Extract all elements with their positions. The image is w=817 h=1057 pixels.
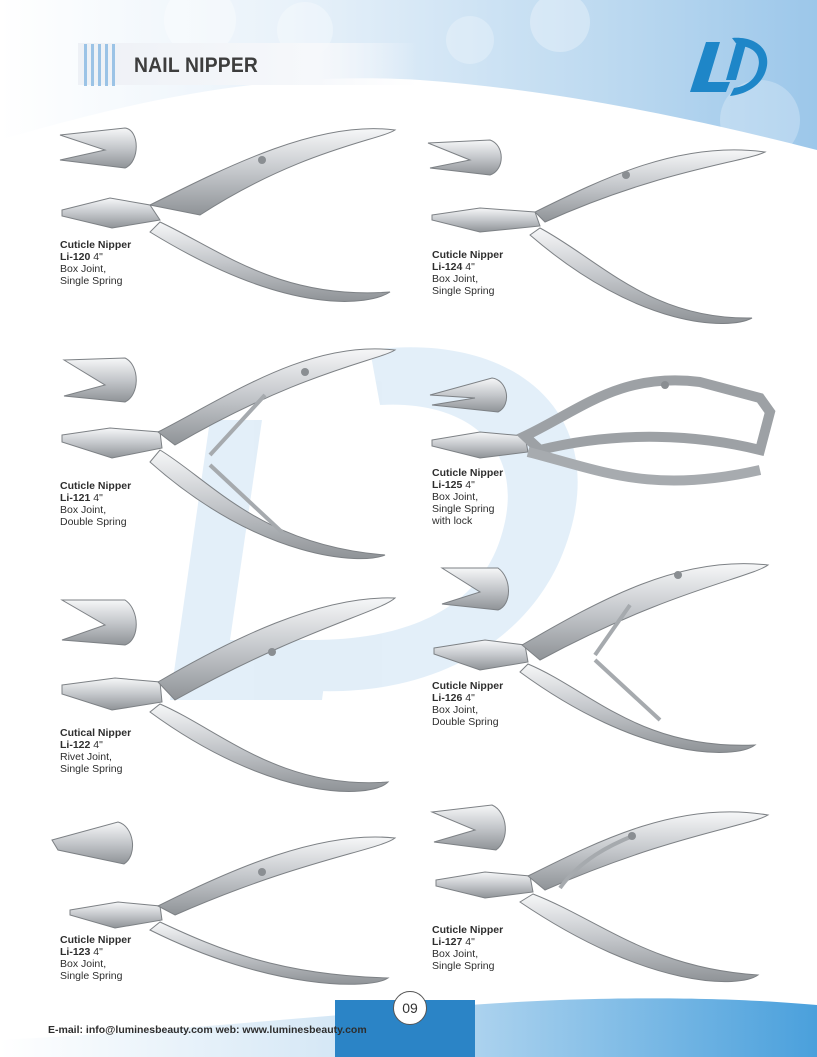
product-detail: with lock	[432, 515, 473, 527]
page-number: 09	[393, 991, 427, 1025]
product-detail: Double Spring	[432, 716, 499, 728]
product-detail: Single Spring	[60, 763, 123, 775]
product-name: Cuticle Nipper	[60, 480, 132, 492]
product-caption-li-120: Cuticle Nipper Li-120 4" Box Joint, Sing…	[60, 239, 131, 287]
product-size: 4"	[93, 946, 103, 958]
product-caption-li-121: Cuticle Nipper Li-121 4" Box Joint, Doub…	[60, 480, 131, 528]
product-name: Cuticle Nipper	[60, 934, 132, 946]
product-name: Cuticle Nipper	[60, 239, 132, 251]
product-code: Li-123	[60, 946, 91, 958]
product-size: 4"	[465, 936, 475, 948]
product-detail: Double Spring	[60, 516, 127, 528]
product-name: Cuticle Nipper	[432, 467, 504, 479]
product-caption-li-123: Cuticle Nipper Li-123 4" Box Joint, Sing…	[60, 934, 131, 982]
title-stripes	[84, 44, 122, 86]
nipper-li-125-image	[429, 375, 776, 486]
product-detail: Box Joint,	[432, 491, 479, 503]
product-detail: Single Spring	[432, 960, 495, 972]
product-detail: Box Joint,	[432, 948, 479, 960]
product-name: Cutical Nipper	[60, 727, 132, 739]
product-size: 4"	[93, 251, 103, 263]
li-logo-icon	[690, 37, 768, 96]
product-caption-li-126: Cuticle Nipper Li-126 4" Box Joint, Doub…	[432, 680, 503, 728]
product-size: 4"	[465, 479, 475, 491]
product-caption-li-124: Cuticle Nipper Li-124 4" Box Joint, Sing…	[432, 249, 503, 297]
product-detail: Box Joint,	[60, 504, 107, 516]
product-detail: Single Spring	[60, 970, 123, 982]
product-name: Cuticle Nipper	[432, 249, 504, 261]
product-caption-li-125: Cuticle Nipper Li-125 4" Box Joint, Sing…	[432, 467, 503, 527]
product-detail: Rivet Joint,	[60, 751, 112, 763]
product-size: 4"	[93, 739, 103, 751]
product-code: Li-124	[432, 261, 463, 273]
page-title: NAIL NIPPER	[134, 54, 259, 77]
product-code: Li-126	[432, 692, 463, 704]
product-code: Li-122	[60, 739, 91, 751]
product-size: 4"	[93, 492, 103, 504]
product-detail: Single Spring	[60, 275, 123, 287]
product-detail: Box Joint,	[60, 958, 107, 970]
product-detail: Box Joint,	[432, 273, 479, 285]
product-caption-li-122: Cutical Nipper Li-122 4" Rivet Joint, Si…	[60, 727, 131, 775]
product-detail: Box Joint,	[60, 263, 107, 275]
footer-contact: E-mail: info@luminesbeauty.com web: www.…	[48, 1024, 367, 1036]
product-name: Cuticle Nipper	[432, 924, 504, 936]
product-code: Li-121	[60, 492, 91, 504]
title-bar	[78, 43, 418, 85]
product-size: 4"	[465, 261, 475, 273]
product-detail: Single Spring	[432, 503, 495, 515]
product-detail: Box Joint,	[432, 704, 479, 716]
product-caption-li-127: Cuticle Nipper Li-127 4" Box Joint, Sing…	[432, 924, 503, 972]
product-code: Li-125	[432, 479, 463, 491]
product-code: Li-127	[432, 936, 463, 948]
product-size: 4"	[465, 692, 475, 704]
product-code: Li-120	[60, 251, 91, 263]
product-name: Cuticle Nipper	[432, 680, 504, 692]
product-detail: Single Spring	[432, 285, 495, 297]
